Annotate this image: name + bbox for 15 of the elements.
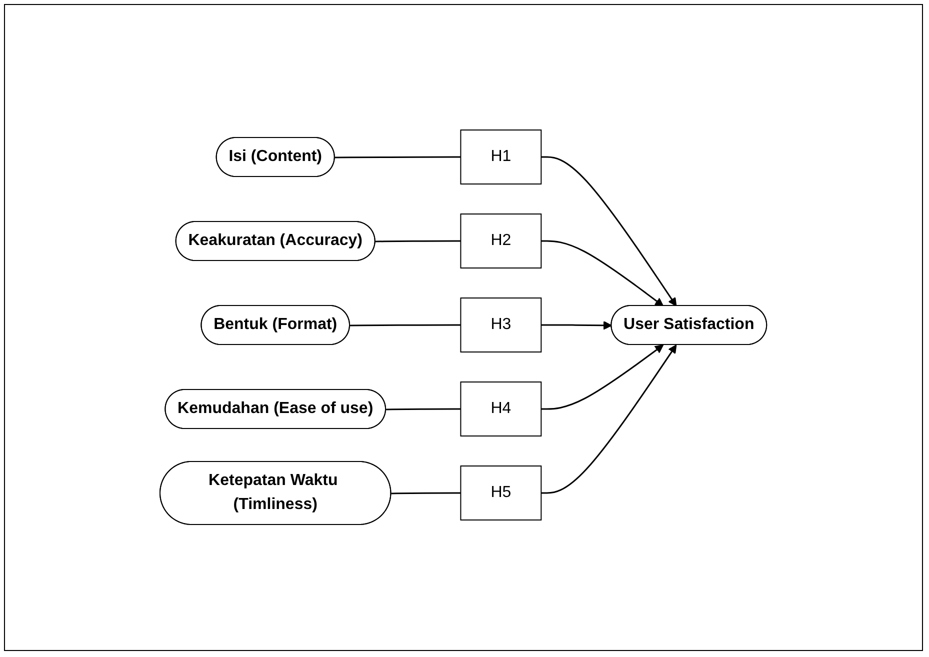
arrow <box>541 344 677 494</box>
connector <box>335 156 461 158</box>
connector <box>391 492 461 494</box>
arrow <box>541 240 664 307</box>
node-box: H4 <box>460 382 542 437</box>
node-box: H5 <box>460 466 542 521</box>
connector <box>350 324 461 326</box>
node-box: H3 <box>460 298 542 353</box>
arrow <box>541 321 612 330</box>
connector <box>386 408 461 410</box>
arrow <box>541 344 664 410</box>
node-box: H1 <box>460 130 542 185</box>
arrow <box>541 156 677 307</box>
connector <box>376 240 461 242</box>
node-box: H2 <box>460 214 542 269</box>
